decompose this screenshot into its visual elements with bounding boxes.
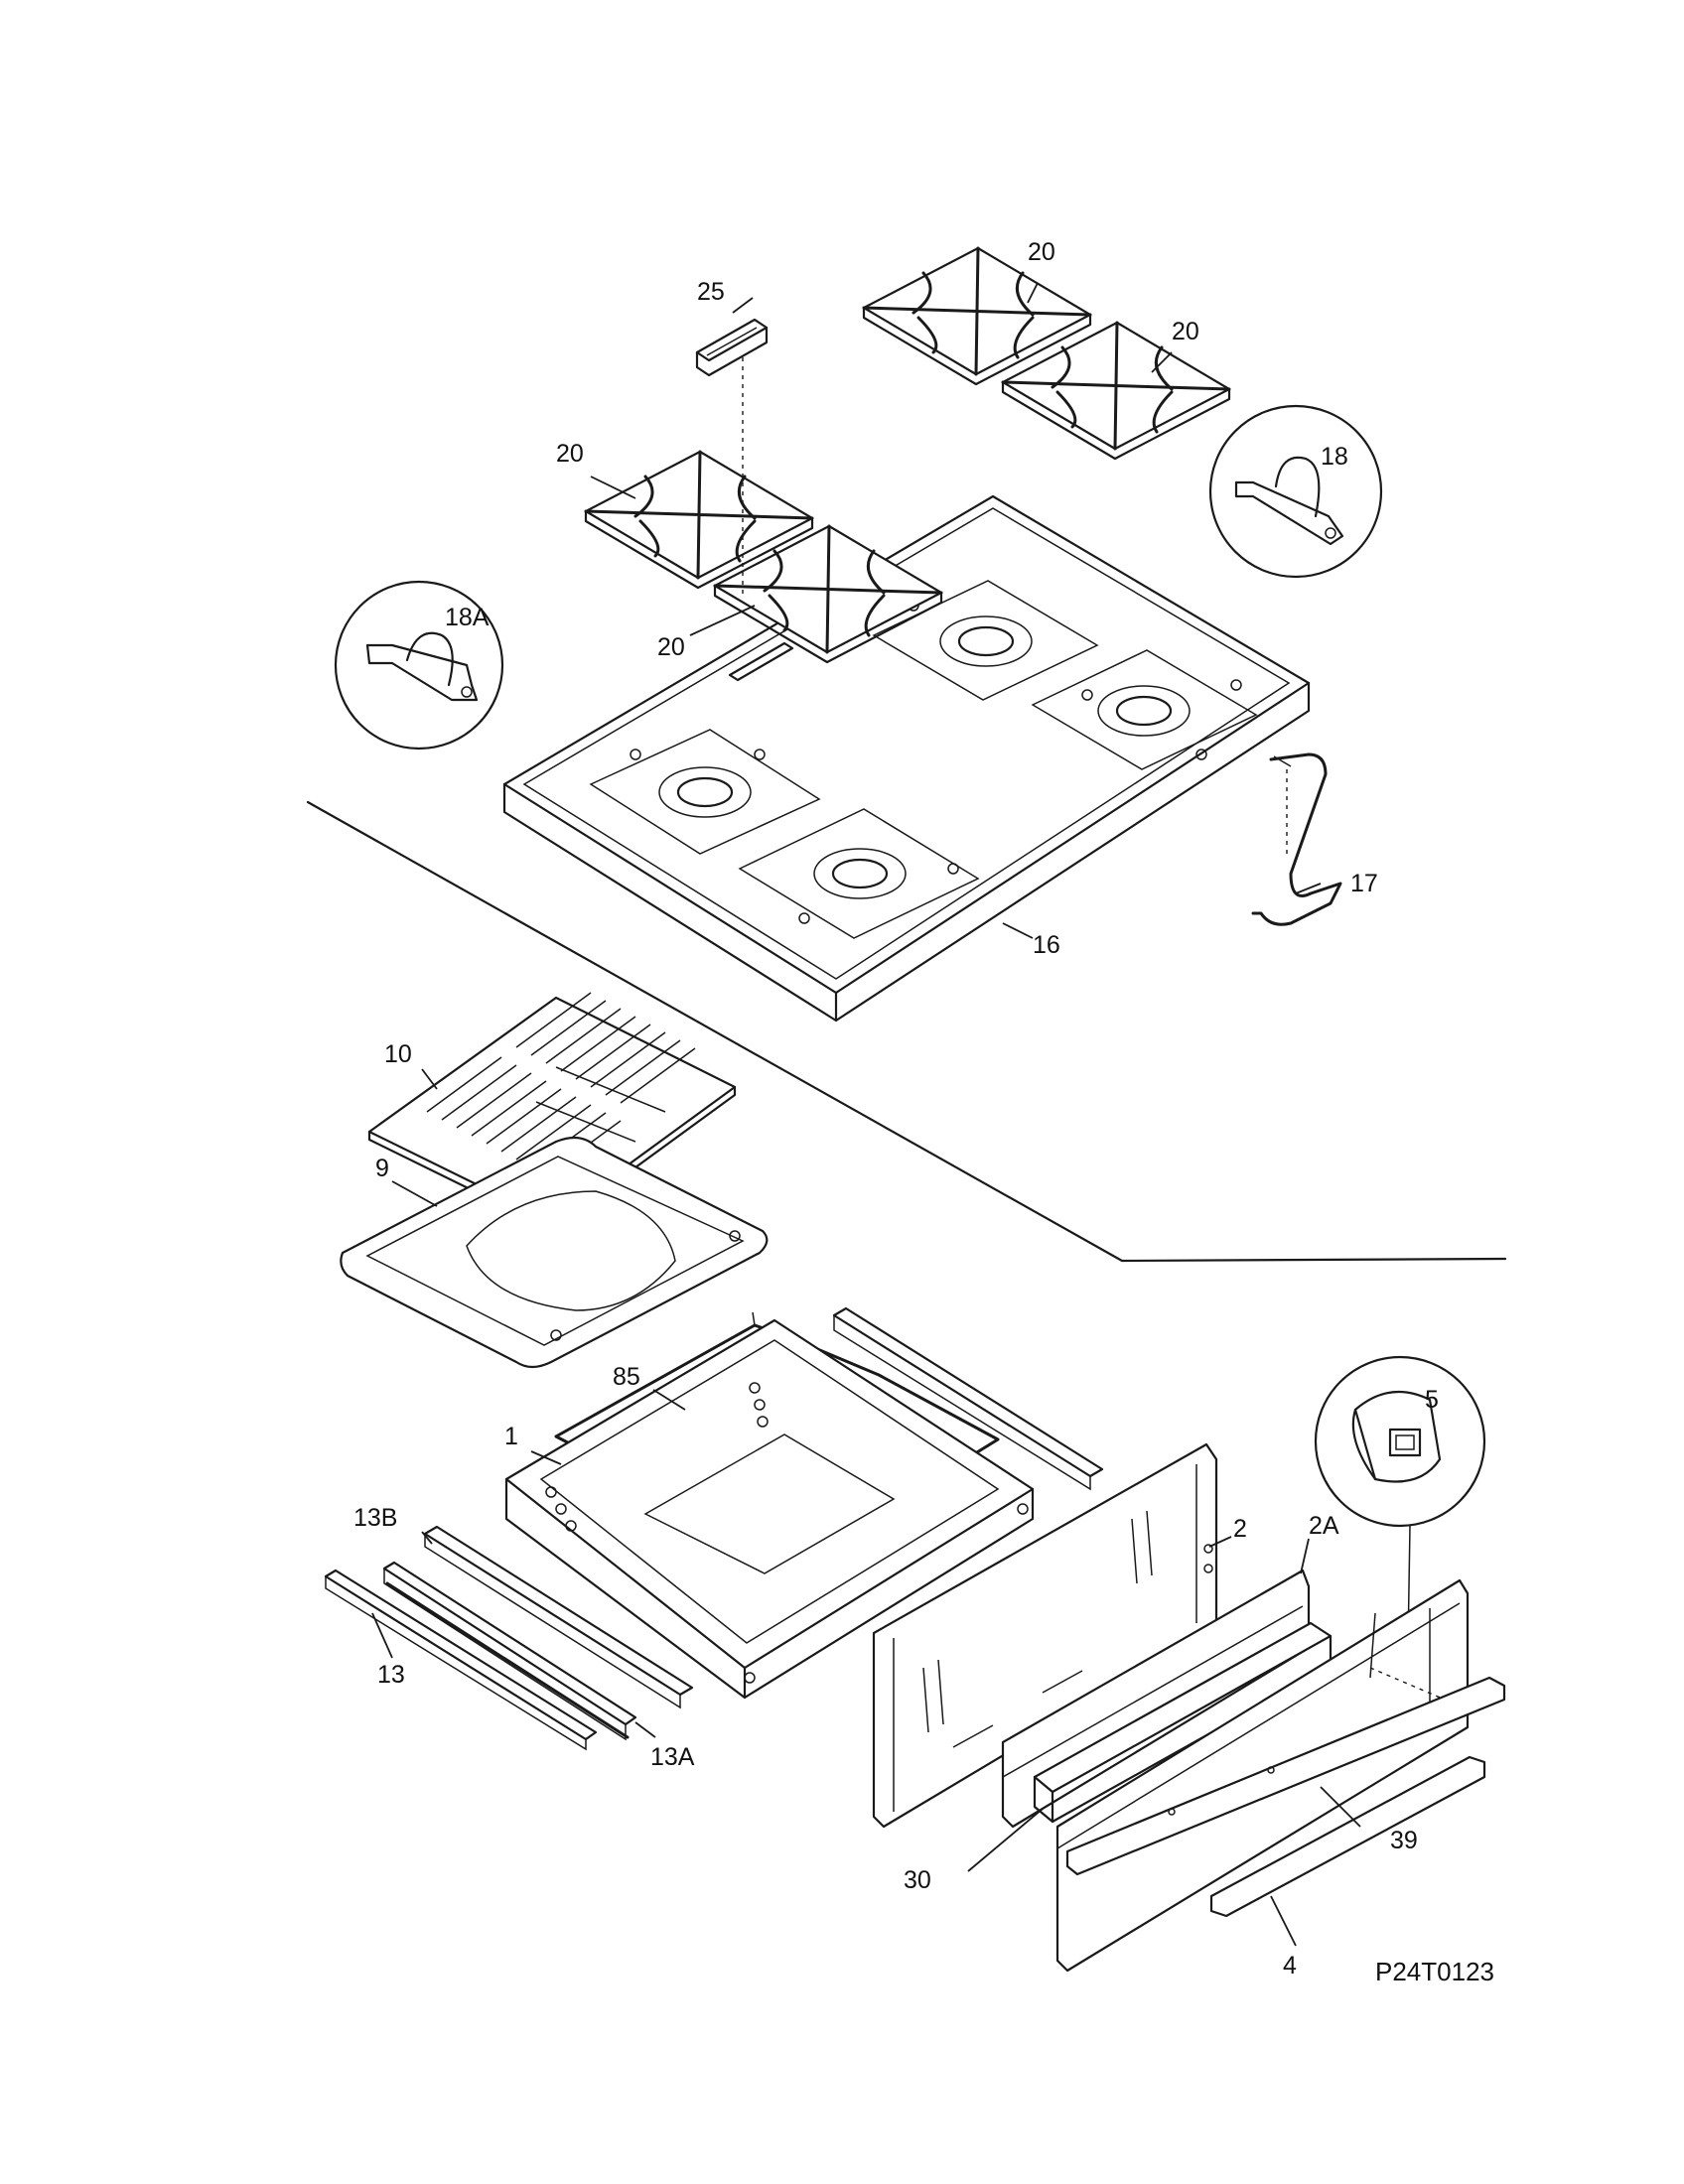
callout-20-grate-rear-left: 20 — [1028, 238, 1055, 266]
callout-2a: 2A — [1309, 1512, 1339, 1540]
callout-13a: 13A — [650, 1743, 695, 1771]
detail-circle-part-18a — [334, 580, 504, 751]
grate-part-20-front-left — [584, 450, 814, 590]
callout-13: 13 — [377, 1661, 405, 1689]
callout-25: 25 — [697, 278, 725, 306]
callout-1: 1 — [504, 1423, 518, 1450]
callout-18: 18 — [1321, 443, 1348, 471]
drawer-rail-part-13-right — [832, 1306, 1104, 1491]
leader-lines — [371, 282, 1361, 1947]
callout-20-grate-front-left: 20 — [556, 440, 584, 468]
section-divider-line — [306, 800, 1507, 1263]
drawer-rail-part-13b — [423, 1525, 694, 1709]
callout-17: 17 — [1350, 870, 1378, 897]
detail-circle-part-18 — [1208, 404, 1383, 579]
drawer-trim-part-39 — [1065, 1676, 1506, 1876]
drawer-part-1 — [504, 1318, 1035, 1700]
callout-85: 85 — [613, 1363, 640, 1391]
drawer-handle-part-4 — [1209, 1755, 1486, 1918]
broiler-pan-part-9 — [340, 1136, 769, 1369]
callout-18a: 18A — [445, 604, 490, 631]
callout-20-grate-front-right: 20 — [657, 633, 685, 661]
callout-20-grate-rear-right: 20 — [1172, 318, 1199, 345]
grate-part-20-rear-left — [862, 246, 1092, 386]
callout-labels: 25 20 20 20 20 18 18A 17 16 10 9 85 1 13… — [353, 238, 1439, 1979]
drawer-slide-part-13a — [382, 1561, 637, 1741]
drawing-code: P24T0123 — [1375, 1957, 1494, 1986]
callout-10: 10 — [384, 1040, 412, 1068]
callout-4: 4 — [1283, 1952, 1297, 1979]
callout-13b: 13B — [353, 1504, 397, 1532]
wire-part-17 — [1251, 752, 1342, 926]
drawer-spacer-part-30 — [1033, 1621, 1333, 1824]
callout-16: 16 — [1033, 931, 1060, 959]
callout-5: 5 — [1425, 1386, 1439, 1414]
detail-circle-part-5 — [1314, 1355, 1486, 1649]
grate-part-20-front-right — [713, 524, 943, 664]
callout-2: 2 — [1233, 1515, 1247, 1543]
callout-30: 30 — [904, 1866, 931, 1894]
drawer-rail-part-13-left — [324, 1569, 598, 1751]
broiler-grid-slots — [426, 992, 696, 1176]
callout-9: 9 — [375, 1155, 389, 1182]
trim-clip-part-25 — [695, 318, 769, 596]
callout-39: 39 — [1390, 1827, 1418, 1854]
